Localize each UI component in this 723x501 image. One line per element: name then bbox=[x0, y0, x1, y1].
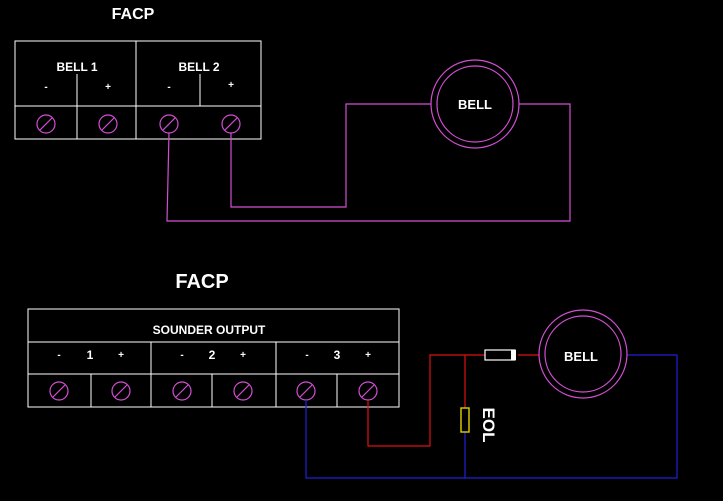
screw-terminal-icon bbox=[233, 381, 253, 401]
bottom-panel-title: FACP bbox=[175, 271, 228, 293]
bell2-label: BELL 2 bbox=[178, 60, 219, 74]
bell1-plus-label: + bbox=[105, 82, 111, 93]
bell2-plus-label: + bbox=[228, 80, 234, 91]
bottom-terminal-block bbox=[27, 308, 400, 408]
top-bell-label: BELL bbox=[458, 97, 492, 112]
screw-terminal-icon bbox=[358, 381, 378, 401]
ch3-plus-label: + bbox=[365, 350, 371, 361]
top-panel-title: FACP bbox=[112, 6, 155, 23]
wire-blue-minus bbox=[305, 354, 678, 479]
top-wiring bbox=[166, 103, 571, 222]
ch1-minus-label: - bbox=[57, 350, 60, 361]
bottom-bell-label: BELL bbox=[564, 349, 598, 364]
top-terminal-block bbox=[14, 40, 262, 140]
ch2-plus-label: + bbox=[240, 350, 246, 361]
screw-terminal-icon bbox=[49, 381, 69, 401]
ch3-minus-label: - bbox=[305, 350, 308, 361]
bell1-minus-label: - bbox=[44, 82, 47, 93]
wire-red-plus bbox=[367, 354, 485, 447]
wire-plus bbox=[230, 103, 431, 208]
ch3-number: 3 bbox=[334, 348, 341, 362]
top-terminals bbox=[36, 114, 241, 134]
ch2-number: 2 bbox=[209, 348, 216, 362]
bell-device-icon bbox=[538, 309, 628, 399]
ch1-number: 1 bbox=[87, 348, 94, 362]
resistor-icon bbox=[460, 407, 470, 433]
screw-terminal-icon bbox=[172, 381, 192, 401]
diode-icon bbox=[484, 349, 516, 361]
screw-terminal-icon bbox=[111, 381, 131, 401]
ch1-plus-label: + bbox=[118, 350, 124, 361]
eol-label: EOL bbox=[479, 408, 498, 443]
screw-terminal-icon bbox=[296, 381, 316, 401]
screw-terminal-icon bbox=[98, 114, 118, 134]
bottom-terminals bbox=[49, 381, 378, 401]
bell1-label: BELL 1 bbox=[56, 60, 97, 74]
screw-terminal-icon bbox=[221, 114, 241, 134]
screw-terminal-icon bbox=[36, 114, 56, 134]
wire-minus bbox=[166, 103, 571, 222]
ch2-minus-label: - bbox=[180, 350, 183, 361]
sounder-output-header: SOUNDER OUTPUT bbox=[153, 323, 266, 337]
bottom-wiring bbox=[305, 354, 678, 479]
bottom-bell bbox=[538, 309, 628, 399]
bell2-minus-label: - bbox=[167, 82, 170, 93]
screw-terminal-icon bbox=[159, 114, 179, 134]
